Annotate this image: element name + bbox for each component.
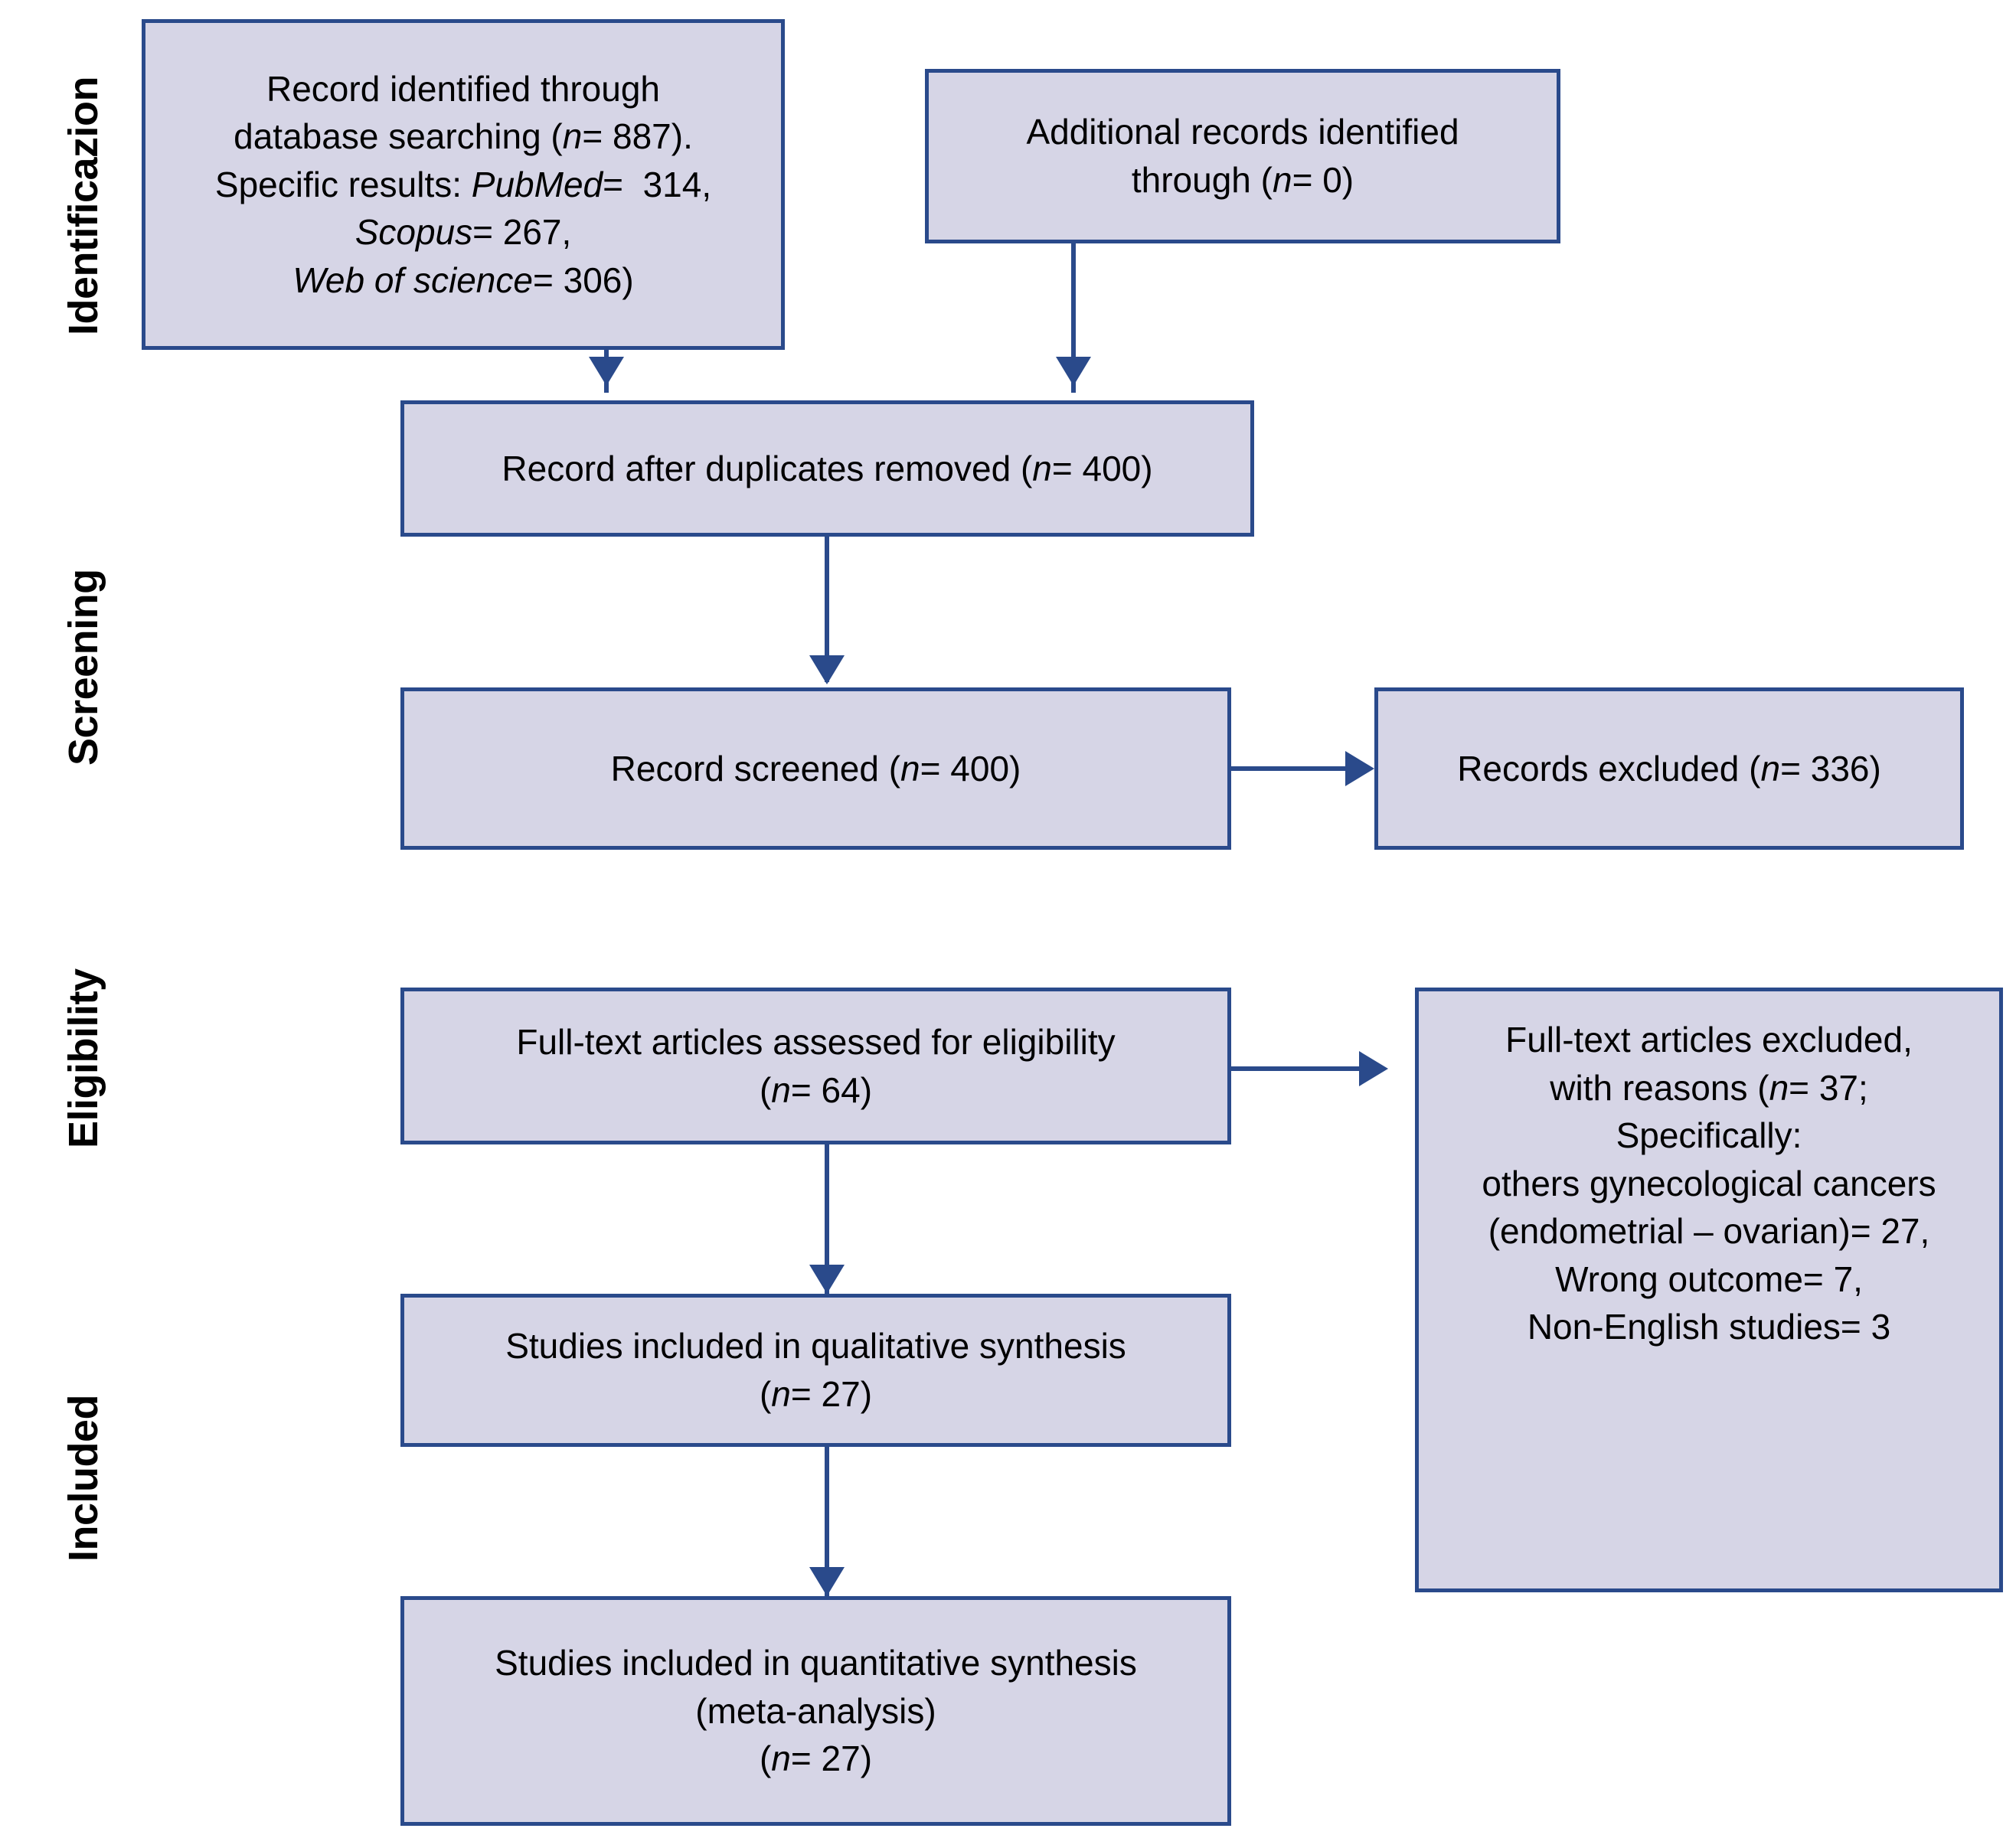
arrow-qualitative-to-quantitative (809, 1567, 845, 1596)
box-records-identified: Record identified through database searc… (142, 19, 785, 350)
stage-label-eligibility: Eligibility (60, 968, 106, 1148)
records-identified-line-3: Specific results: PubMed= 314, (214, 164, 712, 204)
quantitative-synthesis-line-1: Studies included in quantitative synthes… (495, 1643, 1137, 1683)
arrow-fulltext-to-qualitative (809, 1265, 845, 1294)
additional-records-line-2: through (n= 0) (1131, 160, 1354, 200)
records-identified-line-1: Record identified through (266, 68, 660, 109)
connector-qualitative-to-quantitative (825, 1447, 829, 1596)
arrow-screened-to-excluded (1345, 751, 1374, 786)
additional-records-line-1: Additional records identified (1026, 112, 1459, 152)
quantitative-synthesis-line-3: (n= 27) (759, 1739, 873, 1779)
fulltext-excluded-line-4: others gynecological cancers (1482, 1163, 1936, 1203)
fulltext-excluded-line-5: (endometrial – ovarian)= 27, (1488, 1211, 1930, 1252)
connector-additional-to-duplicates (1071, 243, 1076, 393)
records-identified-line-5: Web of science= 306) (292, 260, 634, 300)
stage-label-included: Included (60, 1394, 106, 1562)
arrow-fulltext-to-excluded (1359, 1051, 1388, 1086)
records-excluded-line-1: Records excluded (n= 336) (1457, 748, 1881, 789)
box-records-excluded: Records excluded (n= 336) (1374, 687, 1964, 850)
records-screened-line-1: Record screened (n= 400) (610, 748, 1021, 789)
arrow-duplicates-to-screened (809, 655, 845, 684)
records-identified-line-4: Scopus= 267, (355, 212, 572, 253)
stage-label-screening: Screening (60, 569, 106, 766)
box-fulltext-excluded: Full-text articles excluded, with reason… (1415, 988, 2003, 1592)
box-duplicates-removed: Record after duplicates removed (n= 400) (400, 400, 1254, 537)
duplicates-removed-line-1: Record after duplicates removed (n= 400) (502, 448, 1153, 488)
connector-fulltext-to-excluded (1231, 1066, 1365, 1071)
fulltext-excluded-line-7: Non-English studies= 3 (1527, 1307, 1891, 1347)
box-fulltext-assessed: Full-text articles assessed for eligibil… (400, 988, 1231, 1144)
box-qualitative-synthesis: Studies included in qualitative synthesi… (400, 1294, 1231, 1447)
fulltext-excluded-line-6: Wrong outcome= 7, (1555, 1259, 1863, 1299)
fulltext-excluded-line-1: Full-text articles excluded, (1505, 1020, 1913, 1059)
fulltext-excluded-line-3: Specifically: (1616, 1115, 1802, 1156)
arrow-additional-to-duplicates (1056, 357, 1091, 386)
connector-fulltext-to-qualitative (825, 1144, 829, 1294)
qualitative-synthesis-line-2: (n= 27) (759, 1374, 873, 1414)
fulltext-assessed-line-1: Full-text articles assessed for eligibil… (516, 1021, 1116, 1062)
fulltext-assessed-line-2: (n= 64) (759, 1069, 873, 1110)
quantitative-synthesis-line-2: (meta-analysis) (695, 1690, 936, 1731)
box-records-screened: Record screened (n= 400) (400, 687, 1231, 850)
fulltext-excluded-line-2: with reasons (n= 37; (1550, 1067, 1868, 1108)
box-additional-records: Additional records identified through (n… (925, 69, 1560, 243)
records-identified-line-2: database searching (n= 887). (234, 116, 693, 157)
connector-duplicates-to-screened (825, 537, 829, 682)
arrow-identified-to-duplicates (589, 357, 624, 386)
stage-label-identification: Identificazion (60, 76, 106, 335)
connector-screened-to-excluded (1231, 766, 1354, 771)
box-quantitative-synthesis: Studies included in quantitative synthes… (400, 1596, 1231, 1826)
qualitative-synthesis-line-1: Studies included in qualitative synthesi… (505, 1326, 1126, 1366)
